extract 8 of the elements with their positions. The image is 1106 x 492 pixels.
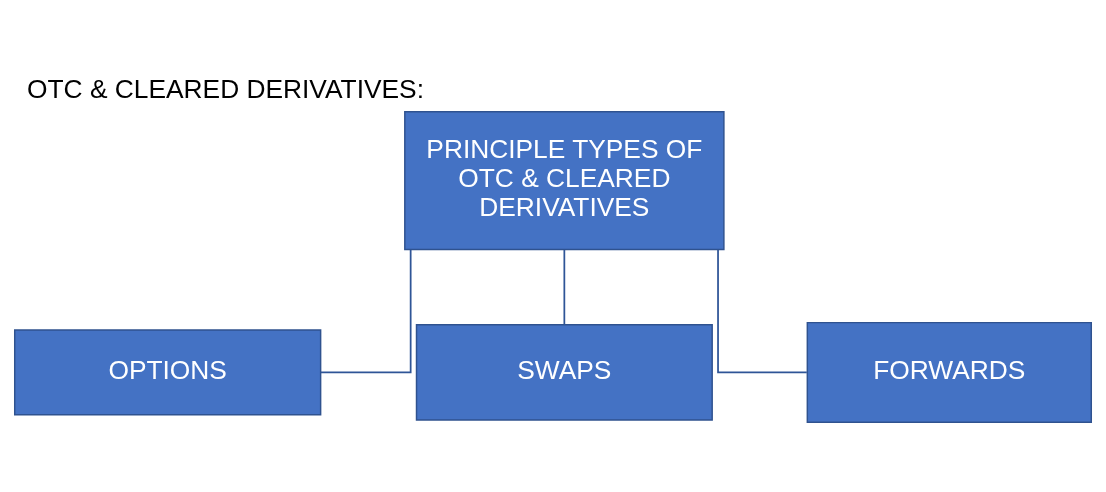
node-box: OPTIONS [14,328,322,416]
connector [320,248,412,373]
connector [717,248,808,373]
node-box: FORWARDS [806,321,1092,423]
diagram-title: OTC & CLEARED DERIVATIVES: [27,73,424,104]
connector [563,248,566,325]
node-box: PRINCIPLE TYPES OF OTC & CLEARED DERIVATIVES [404,110,725,250]
node-box: SWAPS [415,323,713,421]
